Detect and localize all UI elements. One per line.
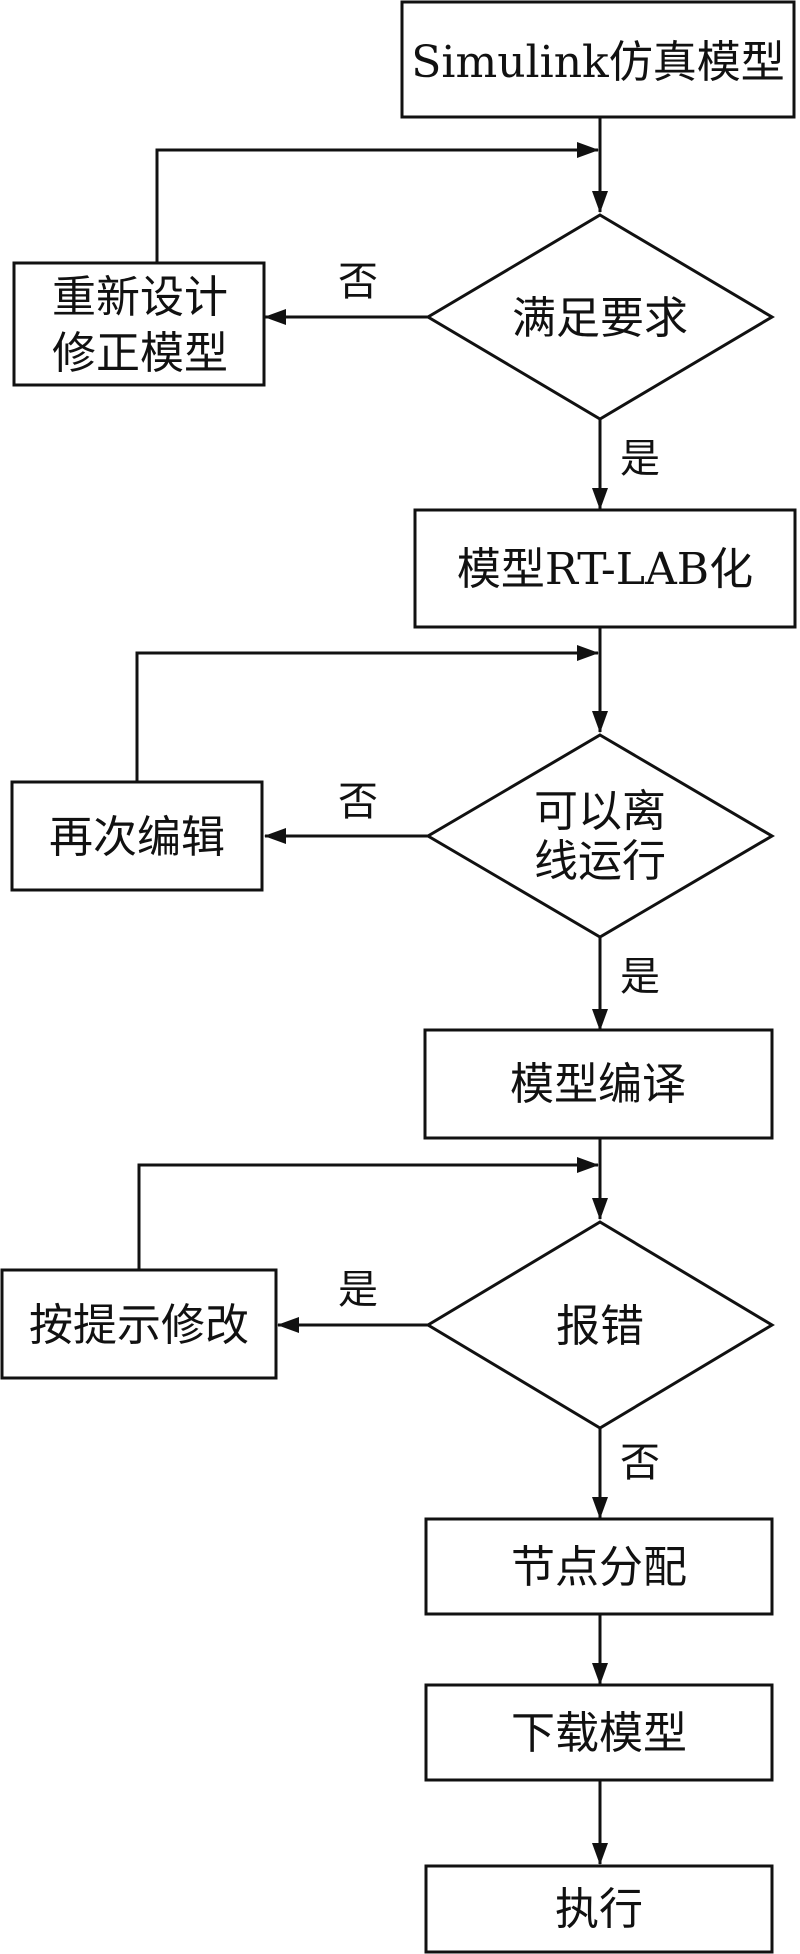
decision-offline-run-line1: 可以离 [534, 786, 666, 837]
node-rtlab-model-label: 模型RT-LAB化 [457, 544, 753, 595]
node-download-model: 下载模型 [424, 1683, 774, 1782]
edge-meet-req-no-label: 否 [338, 259, 378, 305]
edge-error-no-label: 否 [620, 1440, 660, 1486]
edge-fix-loop-back [137, 1157, 599, 1270]
node-re-edit: 再次编辑 [10, 780, 264, 892]
node-download-model-label: 下载模型 [511, 1708, 687, 1759]
decision-meet-requirements-label: 满足要求 [512, 293, 688, 344]
edge-offline-yes-label: 是 [620, 954, 660, 1000]
node-re-edit-label: 再次编辑 [49, 812, 225, 863]
node-node-assignment: 节点分配 [424, 1517, 774, 1616]
decision-error: 报错 [425, 1220, 775, 1430]
edge-redesign-loop-back [155, 142, 599, 263]
decision-offline-run: 可以离 线运行 [425, 733, 775, 939]
node-execute: 执行 [424, 1864, 774, 1954]
edge-re-edit-loop-back [135, 645, 599, 782]
decision-offline-run-line2: 线运行 [534, 836, 666, 887]
node-fix-per-hints-label: 按提示修改 [29, 1300, 249, 1351]
node-rtlab-model: 模型RT-LAB化 [413, 508, 797, 629]
node-node-assignment-label: 节点分配 [511, 1542, 687, 1593]
node-simulink-model: Simulink仿真模型 [400, 0, 796, 119]
node-redesign-line1: 重新设计 [52, 272, 228, 323]
node-execute-label: 执行 [555, 1884, 643, 1935]
decision-meet-requirements: 满足要求 [425, 213, 775, 421]
node-model-compile: 模型编译 [423, 1028, 774, 1140]
edge-meet-req-yes-label: 是 [620, 436, 660, 482]
node-model-compile-label: 模型编译 [510, 1059, 686, 1110]
node-redesign-model: 重新设计 修正模型 [12, 261, 266, 387]
edge-offline-no-label: 否 [338, 779, 378, 825]
edge-error-yes-label: 是 [338, 1267, 378, 1313]
node-simulink-model-label: Simulink仿真模型 [411, 37, 784, 88]
decision-error-label: 报错 [556, 1301, 644, 1352]
node-redesign-line2: 修正模型 [52, 328, 228, 379]
node-fix-per-hints: 按提示修改 [0, 1268, 278, 1380]
